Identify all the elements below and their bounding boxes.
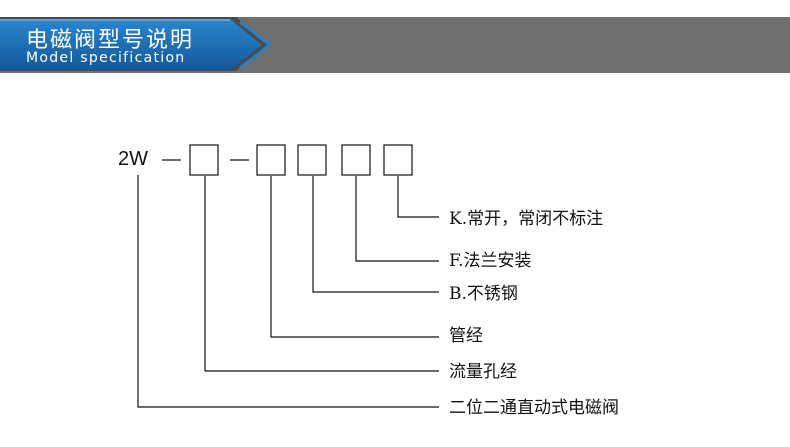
code-box-5	[383, 144, 413, 176]
title-badge	[0, 17, 273, 71]
title-badge-highlight	[0, 19, 230, 21]
leader-line-type	[137, 175, 439, 408]
option-label-b: B.不锈钢	[449, 284, 518, 304]
leader-line-b	[312, 176, 439, 293]
code-box-4	[341, 144, 371, 176]
option-label-k: K.常开，常闭不标注	[449, 209, 604, 229]
code-box-1	[189, 144, 219, 176]
section-subtitle: Model specification	[26, 50, 186, 66]
leader-line-orifice	[204, 176, 439, 372]
option-label-pipe: 管经	[449, 326, 483, 346]
option-label-type: 二位二通直动式电磁阀	[449, 398, 619, 418]
model-prefix: 2W	[118, 148, 148, 170]
leader-line-pipe	[270, 176, 439, 338]
title-badge-arrow	[0, 19, 262, 70]
option-label-orifice: 流量孔经	[449, 362, 517, 382]
option-label-f: F.法兰安装	[449, 251, 532, 271]
title-badge-chevron	[239, 20, 273, 70]
leader-line-f	[355, 176, 439, 262]
code-box-2	[256, 144, 286, 176]
leader-line-k	[397, 176, 439, 218]
code-box-3	[297, 144, 327, 176]
section-title: 电磁阀型号说明	[26, 28, 195, 53]
